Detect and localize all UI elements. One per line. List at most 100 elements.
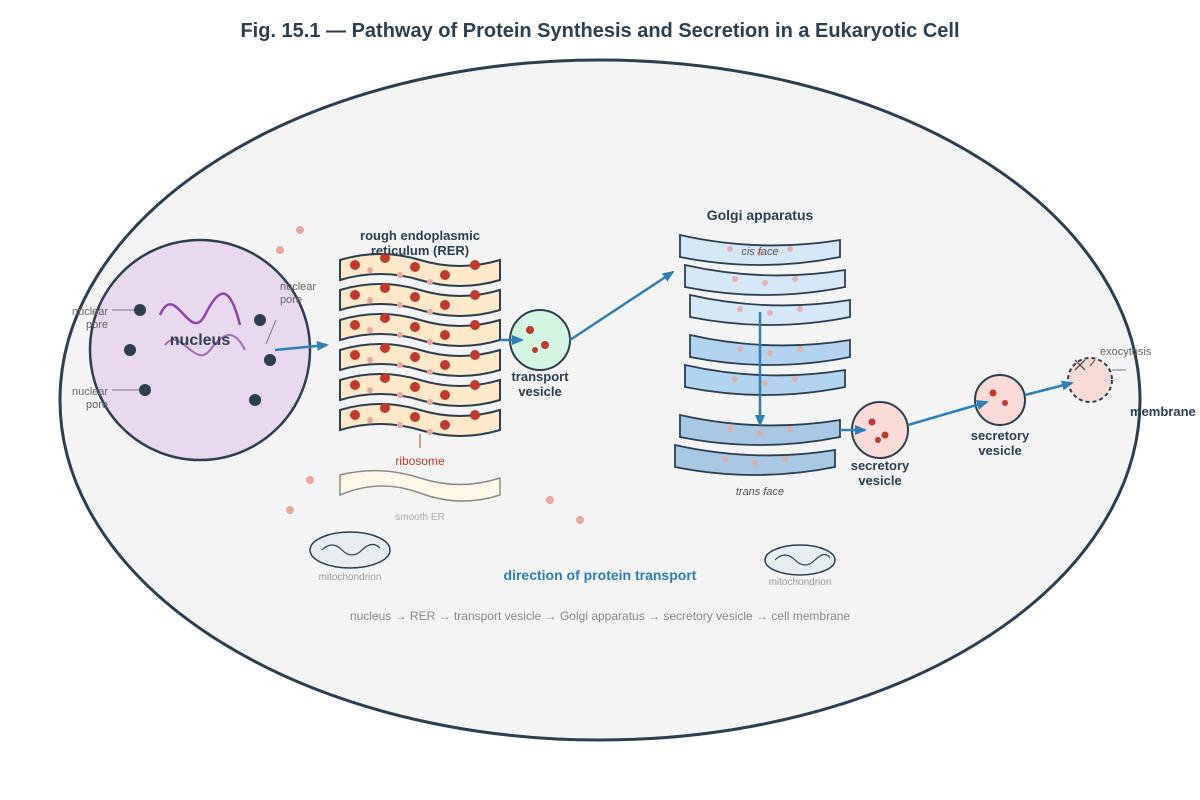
mitochondrion-right-label: mitochondrion	[769, 577, 832, 588]
svg-text:pore: pore	[280, 294, 302, 306]
golgi-protein	[732, 376, 738, 382]
golgi-protein	[787, 246, 793, 252]
ribosome	[397, 332, 403, 338]
ribosome	[367, 387, 373, 393]
ribosome	[410, 322, 420, 332]
golgi-protein	[757, 250, 763, 256]
ribosome	[410, 262, 420, 272]
svg-text:pore: pore	[86, 399, 108, 411]
golgi-cisterna	[684, 363, 846, 396]
ribosome	[397, 302, 403, 308]
dna-strand-2	[164, 334, 246, 357]
rough-er	[339, 253, 501, 437]
ribosome	[410, 382, 420, 392]
golgi-protein	[737, 346, 743, 352]
golgi-protein	[797, 306, 803, 312]
golgi-protein	[792, 276, 798, 282]
ribosome	[470, 350, 480, 360]
secretory-vesicle-1-label-line2: vesicle	[858, 473, 901, 488]
golgi-protein	[762, 380, 768, 386]
golgi-protein	[767, 310, 773, 316]
exocytosis-label: exocytosis	[1100, 346, 1152, 358]
ribosome	[397, 272, 403, 278]
ribosome	[397, 422, 403, 428]
golgi-protein	[767, 350, 773, 356]
arrow-vesicle-to-golgi	[569, 270, 675, 342]
golgi-protein	[732, 276, 738, 282]
mitochondrion-left: mitochondrion	[309, 531, 391, 583]
nucleus: nucleus	[88, 238, 312, 462]
golgi-cisterna	[674, 443, 836, 476]
golgi-protein	[797, 346, 803, 352]
golgi-cisterna	[689, 293, 851, 326]
golgi-protein	[757, 430, 763, 436]
ribosome	[367, 327, 373, 333]
nuclear-pore-label-left-top: nuclear pore	[72, 306, 134, 331]
ribosome	[380, 283, 390, 293]
rer-cisterna	[339, 343, 501, 377]
ribosome	[350, 350, 360, 360]
rer-cisterna	[339, 283, 501, 317]
ribosome	[440, 270, 450, 280]
ribosome	[427, 429, 433, 435]
secretory-vesicle-1: secretory vesicle	[851, 401, 910, 488]
ribosome	[410, 412, 420, 422]
pathway-summary: nucleus → RER → transport vesicle → Golg…	[350, 609, 851, 623]
ribosome	[380, 343, 390, 353]
golgi-cisterna	[684, 263, 846, 296]
golgi-protein	[737, 306, 743, 312]
ribosome	[367, 357, 373, 363]
nuclear-pore-label-right: nuclear pore	[265, 281, 316, 345]
ribosome	[367, 297, 373, 303]
exocytosis-vesicle: exocytosis	[1067, 346, 1152, 403]
golgi-apparatus	[674, 233, 851, 476]
smooth-er-label: smooth ER	[395, 512, 444, 523]
ribosome	[440, 390, 450, 400]
ribosome	[470, 260, 480, 270]
arrow-secretory-1-to-2	[907, 399, 989, 427]
nucleus-label: nucleus	[170, 332, 231, 349]
ribosome	[380, 403, 390, 413]
rer-cisterna	[339, 403, 501, 437]
ribosome	[380, 313, 390, 323]
ribosome	[427, 309, 433, 315]
golgi-protein	[752, 460, 758, 466]
mitochondrion-right: mitochondrion	[764, 544, 836, 588]
ribosome	[427, 369, 433, 375]
ribosome	[470, 410, 480, 420]
rer-cisterna	[339, 373, 501, 407]
mitochondrion-left-label: mitochondrion	[319, 572, 382, 583]
arrow-secretory-2-to-membrane	[1024, 380, 1074, 397]
ribosome	[410, 352, 420, 362]
rer-cisterna	[339, 253, 501, 287]
nuclear-pore-label-left-bottom: nuclear pore	[72, 386, 139, 411]
ribosome	[470, 290, 480, 300]
exocytosis-icon	[1074, 359, 1086, 371]
ribosome	[397, 362, 403, 368]
trans-face-label: trans face	[736, 486, 784, 498]
secretory-vesicle-2-label-line2: vesicle	[978, 443, 1021, 458]
ribosome	[367, 267, 373, 273]
ribosome	[367, 417, 373, 423]
ribosome	[440, 360, 450, 370]
ribosome	[380, 373, 390, 383]
arrow-nucleus-to-rer	[274, 340, 329, 352]
membrane-label: membrane	[1130, 404, 1196, 419]
golgi-protein	[792, 376, 798, 382]
transport-vesicle-label-line1: transport	[511, 369, 569, 384]
transport-vesicle: transport vesicle	[509, 309, 571, 399]
golgi-protein	[727, 426, 733, 432]
secretory-vesicle-1-label-line1: secretory	[851, 458, 910, 473]
ribosome	[427, 279, 433, 285]
golgi-label: Golgi apparatus	[707, 207, 814, 223]
golgi-cisterna	[689, 333, 851, 366]
ribosome	[350, 260, 360, 270]
golgi-protein	[787, 426, 793, 432]
transport-vesicle-label-line2: vesicle	[518, 384, 561, 399]
rer-label-line2: reticulum (RER)	[371, 243, 469, 258]
golgi-cisterna	[679, 233, 841, 266]
golgi-protein	[727, 246, 733, 252]
svg-text:nuclear: nuclear	[280, 281, 316, 293]
ribosome	[380, 253, 390, 263]
